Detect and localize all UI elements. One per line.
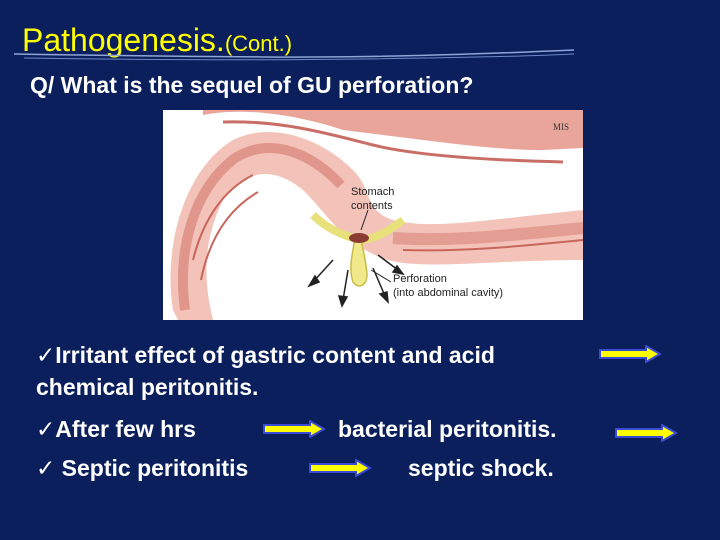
bullet-1: ✓Irritant effect of gastric content and …	[36, 342, 495, 369]
arrow-right-icon	[309, 459, 372, 477]
bullet-2-right: bacterial peritonitis.	[338, 416, 557, 442]
bullet-3-left: ✓ Septic peritonitis	[36, 455, 248, 482]
bullet-3-text: Septic peritonitis	[55, 455, 249, 481]
label-stomach: Stomach	[351, 186, 394, 198]
title-text: Pathogenesis.	[22, 22, 225, 58]
bullet-1-continuation: chemical peritonitis.	[36, 374, 259, 400]
bullet-2-text: After few hrs	[55, 416, 196, 442]
leak-arrows	[307, 254, 405, 308]
check-icon: ✓	[36, 417, 56, 443]
slide-title: Pathogenesis.(Cont.)	[22, 22, 292, 59]
check-icon: ✓	[36, 343, 56, 369]
arrow-right-icon	[615, 424, 678, 442]
label-contents: contents	[351, 200, 393, 212]
title-underline	[14, 49, 574, 61]
label-perforation: Perforation	[393, 273, 447, 285]
stomach-perforation-illustration: Stomach contents Perforation (into abdom…	[163, 110, 583, 320]
arrow-right-icon	[263, 420, 326, 438]
bullet-3-right: septic shock.	[408, 455, 554, 481]
label-abdominal-cavity: (into abdominal cavity)	[393, 287, 503, 299]
arrow-right-icon	[599, 345, 662, 363]
mis-logo: MIS	[553, 122, 569, 132]
title-suffix: (Cont.)	[224, 31, 293, 56]
bullet-1-text: Irritant effect of gastric content and a…	[55, 342, 495, 368]
question-text: Q/ What is the sequel of GU perforation?	[30, 72, 474, 98]
bullet-2-left: ✓After few hrs	[36, 416, 196, 443]
check-icon: ✓	[36, 456, 56, 482]
